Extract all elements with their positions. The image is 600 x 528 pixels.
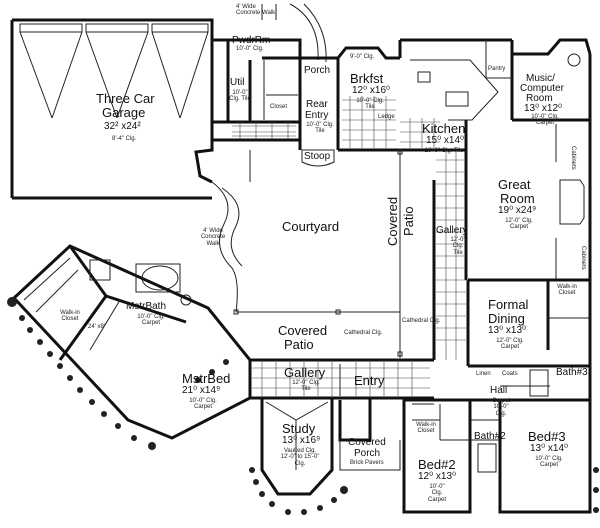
- bath2-name: Bath#2: [474, 431, 506, 442]
- covered-porch-name2: Porch: [354, 448, 381, 459]
- bed3-note: 10'-0" Clg. Carpet: [535, 456, 563, 469]
- util-name: Util: [230, 77, 245, 88]
- south-walls: [250, 358, 434, 496]
- covered-porch-note: Brick Pavers: [350, 460, 384, 466]
- entry-name: Entry: [354, 373, 385, 388]
- plants-master: [7, 297, 156, 450]
- covered-patio-east-name2: Patio: [401, 206, 416, 236]
- bed3-dims: 13⁰ x14⁰: [530, 443, 569, 454]
- kitchen-name: Kitchen: [422, 121, 466, 136]
- walk-top-label: 4' Wide Concrete Walk: [236, 4, 276, 17]
- ceiling-9-label: 9'-0" Clg.: [350, 54, 375, 60]
- plants-bedrooms: [593, 467, 599, 513]
- gallery-east-note: 12'-0" Clg. Tile: [450, 237, 466, 256]
- walkin-closet-master: Walk-in Closet: [60, 310, 80, 323]
- courtyard-name: Courtyard: [282, 219, 340, 234]
- dining-dims: 13⁰ x13⁰: [488, 325, 527, 336]
- dining-walls: [466, 280, 590, 368]
- master-bath-name: MstrBath: [126, 301, 167, 312]
- covered-patio-east: [397, 149, 403, 358]
- courtyard-outline: [211, 150, 251, 313]
- porch-name: Porch: [304, 65, 331, 76]
- stoop-name: Stoop: [304, 151, 331, 162]
- closet-label: Closet: [270, 104, 288, 110]
- brkfst-note: 10'-0" Clg. Tile: [356, 98, 384, 111]
- music-name2: Computer: [520, 83, 564, 94]
- top-walk: [261, 3, 327, 63]
- cabinets-label-2: Cabinets: [580, 246, 586, 270]
- util-note: 10'-0" Clg. Tile: [229, 90, 251, 103]
- service-wing-walls: [212, 38, 338, 167]
- gallery-east-tile: [436, 150, 466, 360]
- brkfst-name: Brkfst: [350, 71, 384, 86]
- garage-dims: 32² x24²: [104, 121, 141, 132]
- dining-note: 12'-0" Clg. Carpet: [496, 338, 524, 351]
- covered-patio-east-name: Covered: [385, 196, 400, 246]
- covered-patio-south-name2: Patio: [284, 337, 314, 352]
- master-bed-name: MstrBed: [182, 371, 231, 386]
- music-name: Music/: [526, 73, 555, 84]
- plants-study: [195, 359, 348, 515]
- bed3-name: Bed#3: [528, 429, 566, 444]
- covered-porch-name: Covered: [348, 437, 386, 448]
- garage-name2: Garage: [102, 105, 146, 120]
- great-name: Great: [498, 177, 531, 192]
- linen-label: Linen: [476, 371, 491, 377]
- bath3-name: Bath#3: [556, 367, 588, 378]
- bed2-name: Bed#2: [418, 457, 456, 472]
- dining-name: Formal: [488, 297, 529, 312]
- gallery-south-name: Gallery: [284, 365, 326, 380]
- music-name3: Room: [526, 93, 553, 104]
- cabinets-label-1: Cabinets: [570, 146, 576, 170]
- covered-patio-south: [233, 309, 400, 315]
- kitchen-note: 10'-0" Clg. Tile: [424, 148, 464, 154]
- bed2-dims: 12⁰ x13⁰: [418, 471, 457, 482]
- hall-name: Hall: [490, 385, 508, 396]
- rear-entry-name: Rear: [306, 99, 328, 110]
- master-bed-dims: 21⁰ x14⁹: [182, 385, 221, 396]
- gallery-south-note: 12'-0" Clg. Tile: [292, 380, 320, 393]
- cathedral-label-2: Cathedral Clg.: [344, 330, 383, 336]
- garage-note: 8'-4" Clg.: [112, 136, 137, 142]
- dining-name2: Dining: [488, 311, 525, 326]
- walkin-closet-master-dims: 24' x8': [88, 324, 105, 330]
- music-dims: 13⁰ x12⁰: [524, 103, 563, 114]
- garage-walls: [10, 18, 214, 200]
- bed2-note: 10'-0" Clg. Carpet: [427, 484, 446, 503]
- kitchen-dims: 15⁰ x14⁰: [426, 135, 465, 146]
- great-dims: 19⁰ x24⁹: [498, 205, 537, 216]
- gallery-east-name: Gallery: [436, 225, 468, 236]
- bedroom-wing-walls: [402, 366, 592, 514]
- hall-note: Carpet 10'-0" Clg.: [491, 398, 510, 417]
- master-suite-walls: [11, 244, 252, 440]
- walkin-closet-bed2: Walk-in Closet: [416, 422, 436, 435]
- master-bed-note: 10'-0" Clg. Carpet: [189, 398, 217, 411]
- walk-left-label: 4' Wide Concrete Walk: [200, 228, 226, 247]
- music-note: 10'-0" Clg. Carpet: [531, 114, 559, 127]
- study-dims: 13⁰ x16⁹: [282, 435, 321, 446]
- master-bath-note: 10'-0" Clg. Carpet: [137, 314, 165, 327]
- rear-entry-note: 10'-0" Clg. Tile: [306, 122, 334, 135]
- powder-note: 10'-0" Clg.: [236, 46, 264, 52]
- cathedral-label-1: Cathedral Clg.: [402, 318, 441, 324]
- powder-name: PwdrRm: [232, 35, 271, 46]
- great-room-walls: [464, 38, 592, 370]
- covered-patio-south-name: Covered: [278, 323, 328, 338]
- ledge-label: Ledge: [378, 114, 395, 120]
- great-name2: Room: [500, 191, 535, 206]
- coats-label: Coats: [502, 371, 518, 377]
- rear-entry-name2: Entry: [305, 110, 329, 121]
- brkfst-dims: 12⁰ x16⁰: [352, 85, 391, 96]
- study-note: Vaulted Clg. 12'-0" to 15'-0" Clg.: [280, 448, 320, 467]
- walkin-closet-dining: Walk-in Closet: [557, 284, 577, 297]
- study-name: Study: [282, 421, 316, 436]
- pantry-label: Pantry: [488, 66, 506, 72]
- great-note: 12'-0" Clg. Carpet: [505, 218, 533, 231]
- garage-name: Three Car: [96, 91, 155, 106]
